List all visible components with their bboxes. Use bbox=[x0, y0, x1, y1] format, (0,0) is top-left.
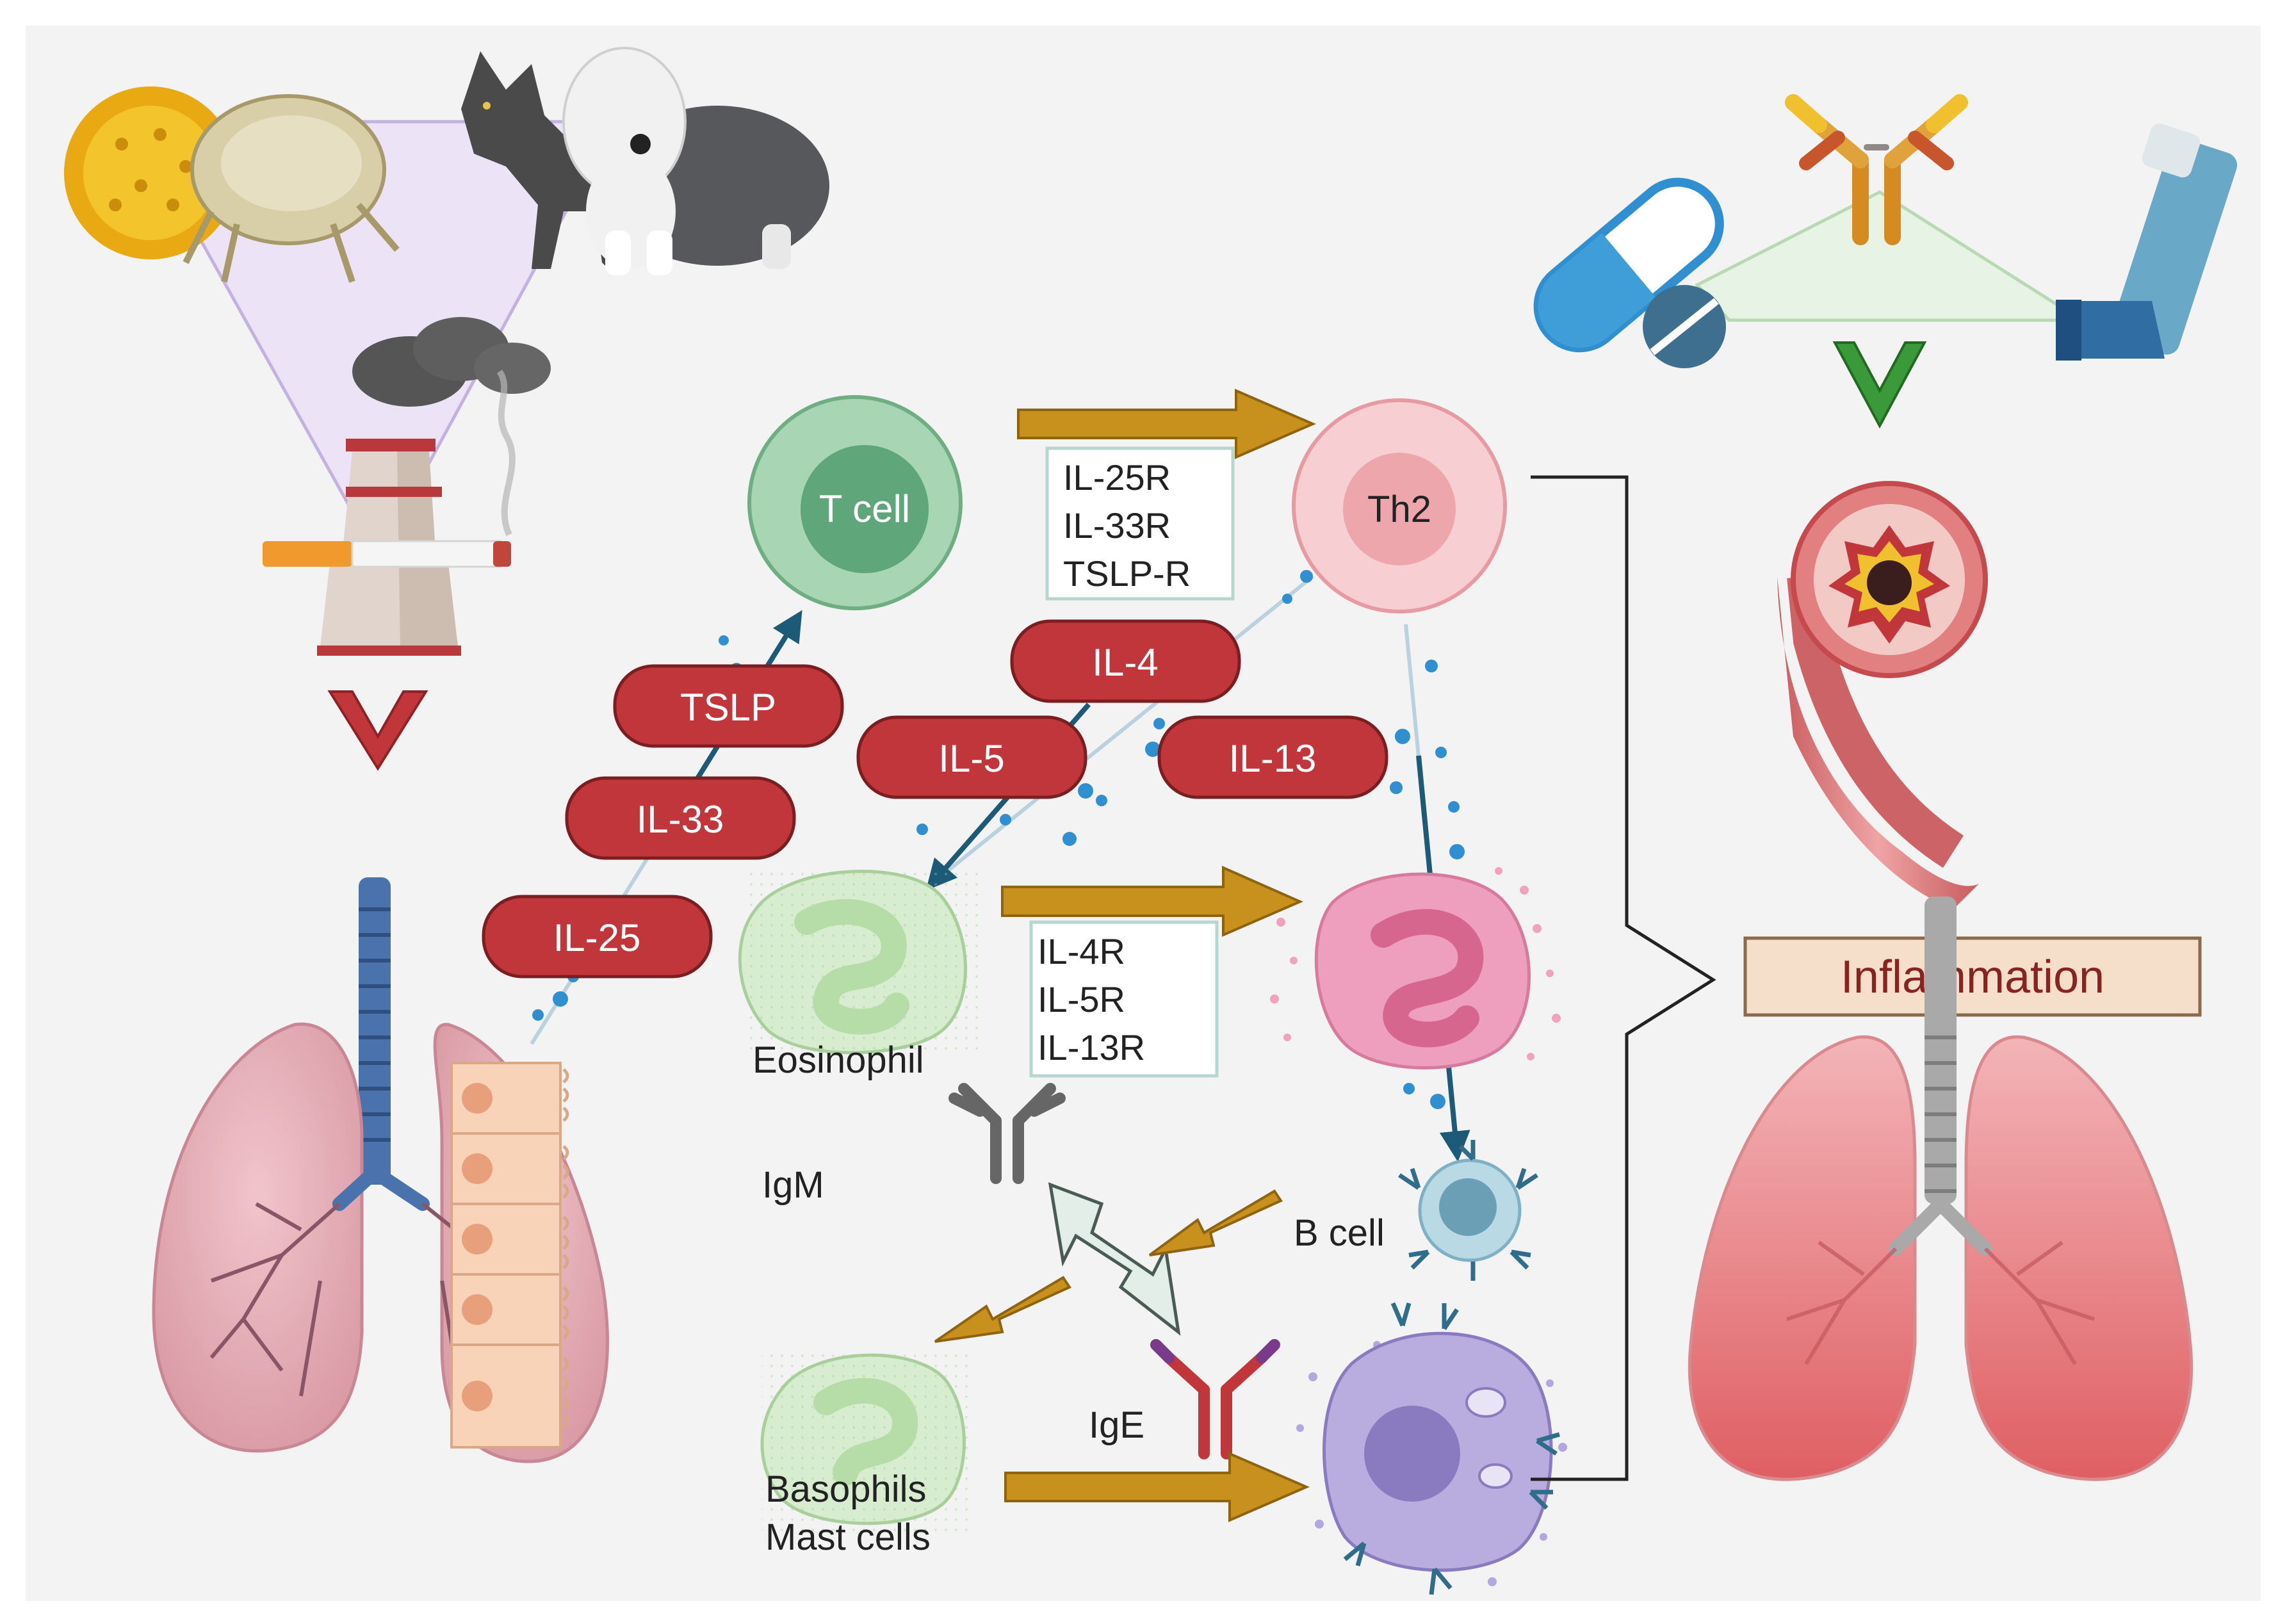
basophils-label: Basophils bbox=[765, 1468, 926, 1510]
epithelium-icon bbox=[450, 1062, 569, 1449]
basophil-to-mastcell-arrow bbox=[1004, 1451, 1310, 1523]
airway-cross-section-icon bbox=[1777, 481, 1988, 909]
right-lungs-icon bbox=[1688, 897, 2193, 1481]
tablet-icon bbox=[1643, 285, 1726, 368]
down-chevron-green-icon bbox=[1832, 341, 1927, 429]
eosinophil-cell bbox=[738, 870, 980, 1057]
cytokine-tslp-label: TSLP bbox=[680, 686, 776, 729]
mast-cell bbox=[1296, 1302, 1567, 1595]
receptor-tslpr: TSLP-R bbox=[1063, 553, 1191, 594]
switch-to-basophil-arrow bbox=[934, 1276, 1071, 1343]
receptor-il25r: IL-25R bbox=[1063, 457, 1171, 498]
receptor-box-1: IL-25R IL-33R TSLP-R bbox=[1045, 446, 1235, 601]
cytokine-il25-label: IL-25 bbox=[553, 916, 641, 959]
cytokine-il33: IL-33 bbox=[565, 776, 796, 860]
receptor-box-2: IL-4R IL-5R IL-13R bbox=[1029, 920, 1219, 1078]
receptor-il4r: IL-4R bbox=[1038, 931, 1125, 971]
t-cell-label: T cell bbox=[819, 487, 910, 530]
b-cell-label: B cell bbox=[1294, 1212, 1385, 1254]
th2-cell: Th2 bbox=[1292, 398, 1507, 613]
cytokine-il5-label: IL-5 bbox=[938, 737, 1004, 780]
basophil-cell bbox=[760, 1351, 973, 1537]
receptor-il5r: IL-5R bbox=[1038, 979, 1125, 1019]
tcell-to-th2-arrow bbox=[1017, 388, 1317, 460]
igm-antibody-icon bbox=[948, 1083, 1066, 1184]
ige-antibody-icon bbox=[1150, 1339, 1280, 1459]
cytokine-il5: IL-5 bbox=[856, 715, 1087, 799]
activated-eosinophil-cell bbox=[1270, 867, 1561, 1069]
eosinophil-activation-arrow bbox=[1001, 865, 1303, 938]
treatment-group bbox=[1533, 94, 2238, 368]
receptor-il13r: IL-13R bbox=[1038, 1027, 1145, 1068]
eosinophil-label: Eosinophil bbox=[753, 1039, 924, 1081]
effector-bracket bbox=[1531, 475, 1716, 1481]
b-cell bbox=[1398, 1140, 1538, 1281]
antibody-icon bbox=[1785, 94, 1968, 245]
igm-label: IgM bbox=[762, 1164, 824, 1206]
cytokine-tslp: TSLP bbox=[613, 664, 844, 748]
inflammation-box: Inflammation bbox=[1743, 936, 2202, 1017]
th2-cell-label: Th2 bbox=[1367, 489, 1431, 530]
cytokine-il13-label: IL-13 bbox=[1229, 737, 1317, 780]
cat-icon bbox=[461, 51, 634, 275]
cigarette-icon bbox=[263, 369, 516, 568]
inflammation-label: Inflammation bbox=[1841, 952, 2104, 1003]
t-cell: T cell bbox=[747, 395, 963, 610]
cytokine-il4: IL-4 bbox=[1010, 619, 1241, 703]
dust-mite-icon bbox=[183, 94, 400, 283]
th2-to-eosinophil-line bbox=[931, 574, 1314, 886]
cytokine-il33-label: IL-33 bbox=[637, 798, 724, 841]
dog-icon bbox=[562, 47, 829, 275]
cytokine-il13: IL-13 bbox=[1157, 715, 1388, 799]
ige-label: IgE bbox=[1089, 1404, 1144, 1446]
receptor-il33r: IL-33R bbox=[1063, 505, 1171, 546]
down-chevron-red-icon bbox=[327, 690, 428, 771]
cytokine-il4-label: IL-4 bbox=[1092, 641, 1158, 684]
inhaler-icon bbox=[2056, 123, 2238, 361]
bcell-to-switch-arrow bbox=[1148, 1189, 1283, 1256]
mast-cells-label: Mast cells bbox=[765, 1516, 931, 1558]
igm-ige-switch-icon bbox=[1048, 1182, 1181, 1336]
trigger-group bbox=[64, 47, 829, 656]
cytokine-il25: IL-25 bbox=[482, 895, 713, 978]
pollen-icon bbox=[64, 86, 237, 259]
